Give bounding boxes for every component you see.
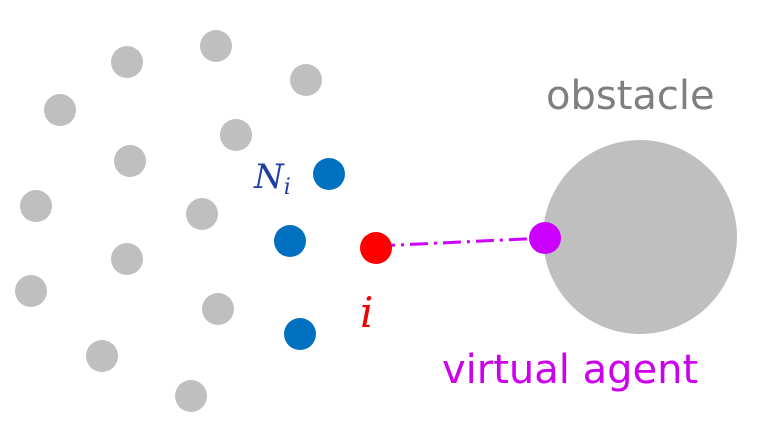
neighbor-agent <box>284 318 316 350</box>
neighbors-label-base: N <box>254 157 284 197</box>
neighbors-label: Ni <box>254 160 291 199</box>
obstacle-label: obstacle <box>546 73 715 119</box>
neighbor-agents <box>274 158 345 350</box>
other-agent <box>111 243 143 275</box>
agent-to-virtual-agent-link <box>376 236 546 248</box>
other-agent <box>220 119 252 151</box>
other-agent <box>111 46 143 78</box>
neighbors-label-subscript: i <box>283 175 291 200</box>
virtual-agent-label: virtual agent <box>442 347 699 393</box>
other-agent <box>175 380 207 412</box>
agent-i <box>360 232 392 264</box>
other-agent <box>186 198 218 230</box>
other-agent <box>200 30 232 62</box>
other-agent <box>44 94 76 126</box>
neighbor-agent <box>274 225 306 257</box>
other-agent <box>15 275 47 307</box>
neighbor-agent <box>313 158 345 190</box>
other-agent <box>202 293 234 325</box>
other-agent <box>290 64 322 96</box>
agent-i-label: i <box>360 288 374 337</box>
other-agent <box>86 340 118 372</box>
other-agent <box>114 145 146 177</box>
other-agent <box>20 190 52 222</box>
obstacle-circle <box>543 140 737 334</box>
other-agents <box>15 30 322 412</box>
virtual-agent <box>529 222 561 254</box>
